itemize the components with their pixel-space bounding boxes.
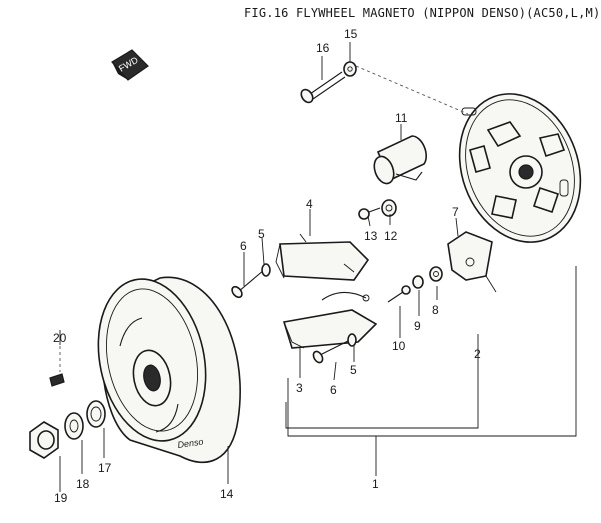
callout-labels: 16 15 11 4 5 6 13 12 7 8 9 10 2 5 3 6 20…: [53, 27, 481, 505]
callout-16: 16: [316, 41, 330, 55]
leader-lines: [59, 42, 577, 492]
callout-11: 11: [395, 111, 408, 125]
woodruff-key-20: [49, 373, 65, 387]
washer-18: [64, 412, 84, 440]
callout-3: 3: [296, 381, 303, 395]
denso-brand-mark: Denso: [177, 436, 204, 450]
callout-19: 19: [54, 491, 68, 505]
callout-6-lower: 6: [330, 383, 337, 397]
callout-6-upper: 6: [240, 239, 247, 253]
screw-10: [387, 285, 411, 303]
screw-13: [358, 207, 381, 220]
callout-13: 13: [364, 229, 378, 243]
callout-1: 1: [372, 477, 379, 491]
figure-title: FIG.16 FLYWHEEL MAGNETO (NIPPON DENSO)(A…: [244, 6, 601, 20]
callout-2: 2: [474, 347, 481, 361]
washer-12: [381, 199, 397, 217]
callout-20: 20: [53, 331, 67, 345]
stator-base-plate: [458, 93, 582, 243]
callout-4: 4: [306, 197, 313, 211]
screw-16: [300, 71, 346, 104]
washer-15: [343, 61, 357, 77]
callout-9: 9: [414, 319, 421, 333]
lighting-coil-3: [282, 291, 378, 349]
callout-18: 18: [76, 477, 90, 491]
contact-breaker-7: [447, 231, 497, 293]
washer-9: [412, 275, 424, 289]
callout-5-upper: 5: [258, 227, 265, 241]
flywheel-rotor-14: Denso: [97, 276, 241, 464]
callout-17: 17: [98, 461, 112, 475]
screw-6-lower: [312, 339, 351, 364]
callout-15: 15: [344, 27, 358, 41]
condenser-11: [373, 135, 427, 185]
washer-8: [429, 266, 443, 282]
washer-5-upper: [261, 263, 271, 277]
callout-5-lower: 5: [350, 363, 357, 377]
callout-10: 10: [392, 339, 406, 353]
screw-6-upper: [231, 269, 265, 299]
washer-17: [86, 400, 106, 428]
nut-19: [29, 421, 59, 459]
callout-14: 14: [220, 487, 234, 501]
callout-8: 8: [432, 303, 439, 317]
callout-12: 12: [384, 229, 398, 243]
washer-5-lower: [347, 333, 357, 347]
ignition-coil-4: [275, 233, 370, 281]
callout-7: 7: [452, 205, 459, 219]
forward-arrow-icon: FWD: [111, 49, 149, 81]
